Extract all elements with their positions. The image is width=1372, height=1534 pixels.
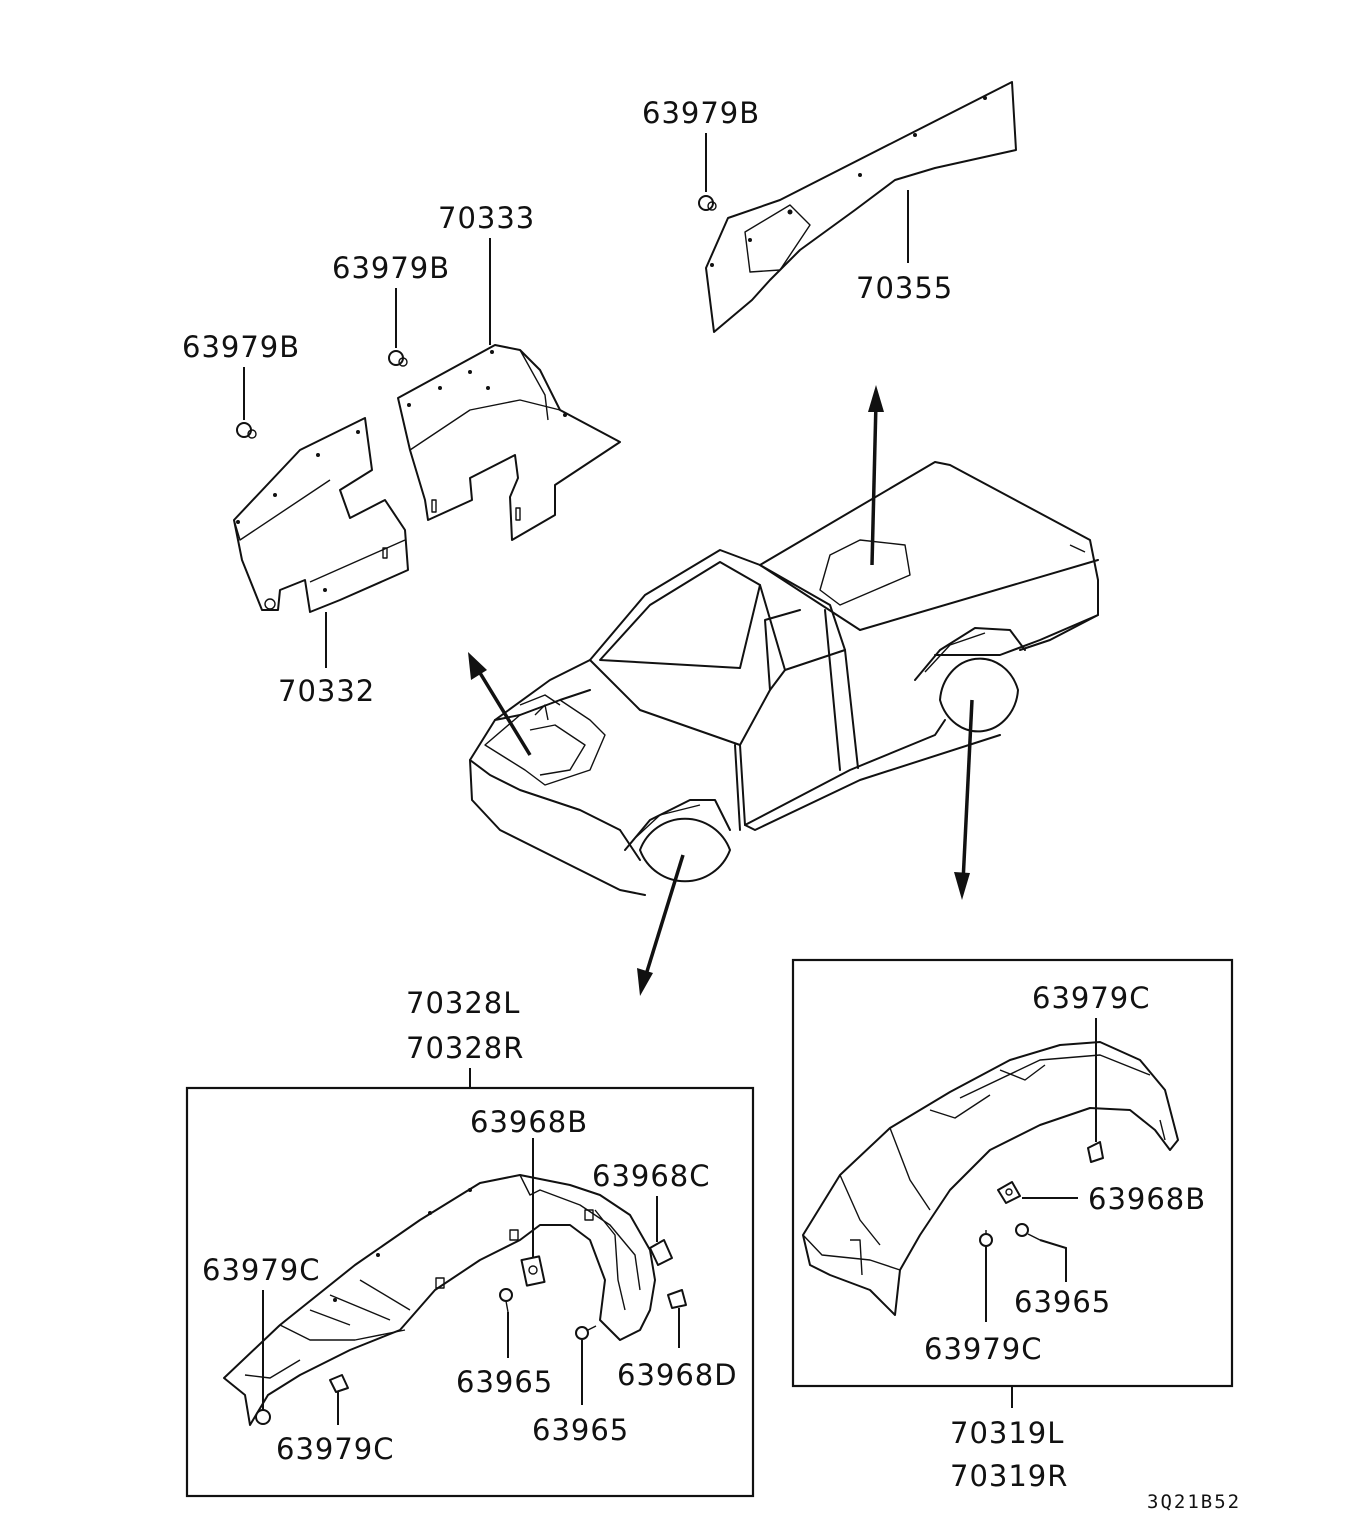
label-63979b-upper-right: 63979B — [642, 96, 760, 130]
clip-63979b-icon[interactable] — [698, 195, 717, 211]
clip-63979c-icon[interactable] — [329, 1374, 349, 1393]
screw-63965-icon[interactable] — [1015, 1223, 1041, 1241]
arrow-to-front-splash — [637, 854, 685, 996]
label-63979c-rear-bottom: 63979C — [924, 1332, 1043, 1366]
screw-63965-icon[interactable] — [575, 1325, 597, 1340]
label-63979c-rear-top: 63979C — [1032, 981, 1151, 1015]
arrow-to-rear-splash — [954, 699, 974, 900]
label-63968c: 63968C — [592, 1159, 711, 1193]
label-63979c-front-bottom: 63979C — [276, 1432, 395, 1466]
diagram-code: 3Q21B52 — [1147, 1491, 1241, 1513]
label-63968d: 63968D — [617, 1358, 738, 1392]
clip-63979b-icon[interactable] — [388, 350, 408, 367]
label-63968b-front: 63968B — [470, 1105, 588, 1139]
label-63965-front-a: 63965 — [456, 1365, 553, 1399]
label-63979c-front-left: 63979C — [202, 1253, 321, 1287]
label-70332: 70332 — [278, 674, 375, 708]
label-63968b-rear: 63968B — [1088, 1182, 1206, 1216]
label-70328r: 70328R — [406, 1031, 524, 1065]
part-70333-panel[interactable] — [397, 344, 621, 541]
front-splash-shield-box — [185, 1086, 755, 1498]
nut-63968c-icon[interactable] — [649, 1239, 673, 1266]
label-70333: 70333 — [438, 201, 535, 235]
rear-splash-shield-part[interactable] — [802, 1041, 1179, 1316]
clip-63979c-icon[interactable] — [1087, 1141, 1104, 1163]
screw-63965-icon[interactable] — [499, 1288, 513, 1313]
label-70328l: 70328L — [406, 986, 520, 1020]
part-70355-panel[interactable] — [705, 81, 1017, 333]
arrow-to-engine-shields — [468, 652, 532, 756]
label-70319l: 70319L — [950, 1416, 1064, 1450]
clip-63979b-icon[interactable] — [236, 422, 257, 439]
arrow-to-70355 — [868, 385, 884, 566]
label-70355: 70355 — [856, 271, 953, 305]
label-63965-rear: 63965 — [1014, 1285, 1111, 1319]
label-63979b-upper-mid: 63979B — [332, 251, 450, 285]
nut-63968d-icon[interactable] — [667, 1289, 687, 1309]
nut-63968b-icon[interactable] — [997, 1181, 1021, 1204]
nut-63968b-icon[interactable] — [520, 1255, 546, 1287]
part-70332-panel[interactable] — [233, 417, 409, 613]
pickup-truck-illustration — [469, 461, 1099, 896]
label-63979b-upper-left: 63979B — [182, 330, 300, 364]
label-70319r: 70319R — [950, 1459, 1068, 1493]
front-splash-shield-part[interactable] — [223, 1174, 656, 1426]
clip-63979c-icon[interactable] — [255, 1409, 271, 1425]
clip-63979c-icon[interactable] — [979, 1230, 993, 1247]
label-63965-front-b: 63965 — [532, 1413, 629, 1447]
